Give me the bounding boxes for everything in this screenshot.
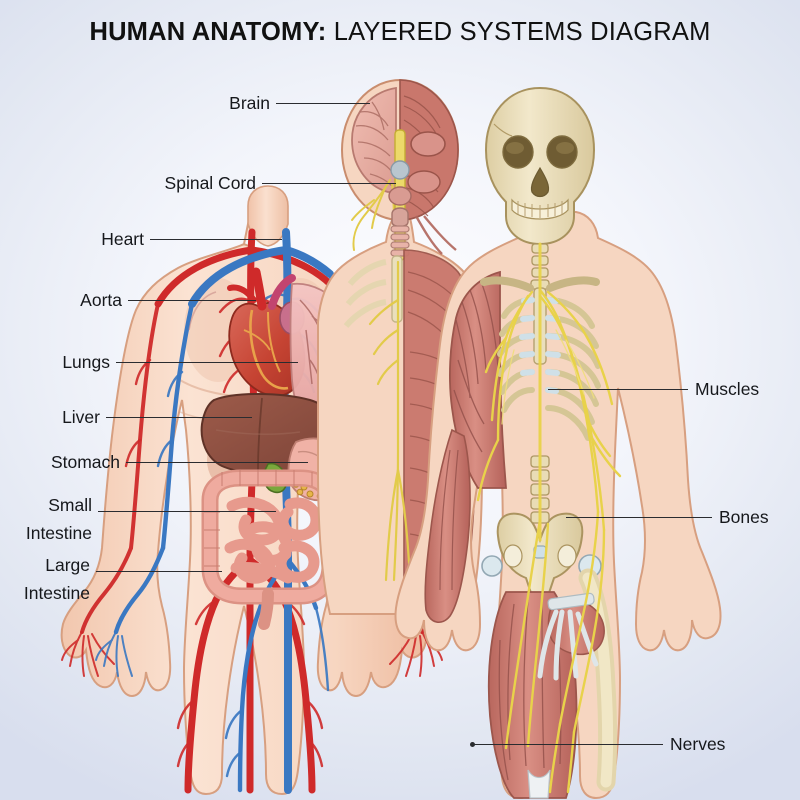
leader-liver [106, 417, 252, 418]
leader-stomach [126, 462, 308, 463]
label-aorta: Aorta [0, 290, 122, 311]
nasal-cavity [530, 166, 550, 198]
leader-aorta [128, 300, 256, 301]
label-aorta-line1: Aorta [80, 290, 122, 310]
femur-bone [578, 568, 617, 792]
hand-tendons [537, 592, 605, 681]
label-heart-line1: Heart [101, 229, 144, 249]
leader-bones [566, 517, 712, 518]
label-small-intestine-line1: Small [48, 495, 92, 515]
shoulder-muscles [424, 270, 507, 623]
leader-small-intestine [98, 511, 276, 512]
leader-muscles [548, 389, 688, 390]
title-rest: LAYERED SYSTEMS DIAGRAM [326, 18, 711, 46]
left-hand-vessels [61, 631, 115, 677]
label-large-intestine-line2: Intestine [23, 583, 90, 603]
label-muscles: Muscles [695, 379, 759, 400]
leader-heart [150, 239, 282, 240]
label-bones: Bones [719, 507, 769, 528]
label-muscles-line1: Muscles [695, 379, 760, 399]
brain-organ [351, 86, 397, 193]
small-intestine-coils [224, 496, 322, 584]
label-liver: Liver [0, 407, 100, 428]
label-lungs-line1: Lungs [62, 352, 110, 372]
leader-dot-nerves [470, 742, 475, 747]
label-lungs: Lungs [0, 352, 110, 373]
rib-cage [480, 276, 601, 441]
pelvis-bone [481, 512, 602, 597]
label-stomach-line1: Stomach [50, 452, 120, 472]
label-nerves-line1: Nerves [670, 734, 726, 754]
label-spinal-cord-line1: Spinal Cord [164, 173, 256, 193]
label-nerves: Nerves [670, 734, 725, 755]
label-heart: Heart [0, 229, 144, 250]
page-title: HUMAN ANATOMY: LAYERED SYSTEMS DIAGRAM [0, 18, 800, 47]
label-large-intestine-line1: Large [45, 555, 90, 575]
leader-spinal-cord [262, 183, 396, 184]
label-spinal-cord: Spinal Cord [100, 173, 256, 194]
label-small-intestine: Small Intestine [0, 491, 92, 547]
right-figure-skeletal-muscular [394, 86, 722, 800]
label-stomach: Stomach [0, 452, 120, 473]
label-small-intestine-line2: Intestine [25, 523, 92, 543]
title-bold: HUMAN ANATOMY: [89, 18, 327, 46]
label-brain-line1: Brain [229, 93, 270, 113]
torso-nerves [368, 260, 412, 582]
label-bones-line1: Bones [719, 507, 769, 527]
leader-brain [276, 103, 370, 104]
label-large-intestine: Large Intestine [0, 551, 90, 607]
label-liver-line1: Liver [62, 407, 100, 427]
leader-nerves [473, 744, 663, 745]
leader-large-intestine [96, 571, 222, 572]
label-brain: Brain [120, 93, 270, 114]
leader-lungs [116, 362, 298, 363]
